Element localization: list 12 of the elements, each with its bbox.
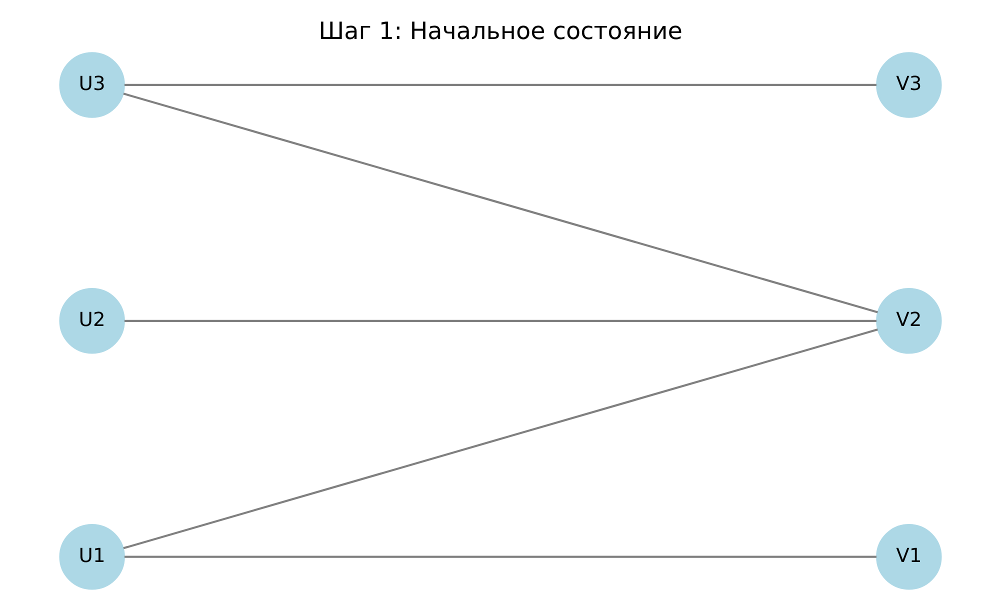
node-circle: V1 — [876, 524, 942, 590]
node-circle: V2 — [876, 288, 942, 354]
node-circle: U1 — [58, 524, 124, 590]
node-circle: U2 — [58, 288, 124, 354]
connector — [124, 320, 876, 322]
connector — [124, 556, 876, 558]
diagram-title: Шаг 1: Начальное состояние — [318, 17, 682, 46]
connector — [122, 92, 878, 314]
connector — [124, 84, 876, 86]
node-circle: V3 — [876, 52, 942, 118]
node-circle: U3 — [58, 52, 124, 118]
connector — [122, 328, 878, 550]
